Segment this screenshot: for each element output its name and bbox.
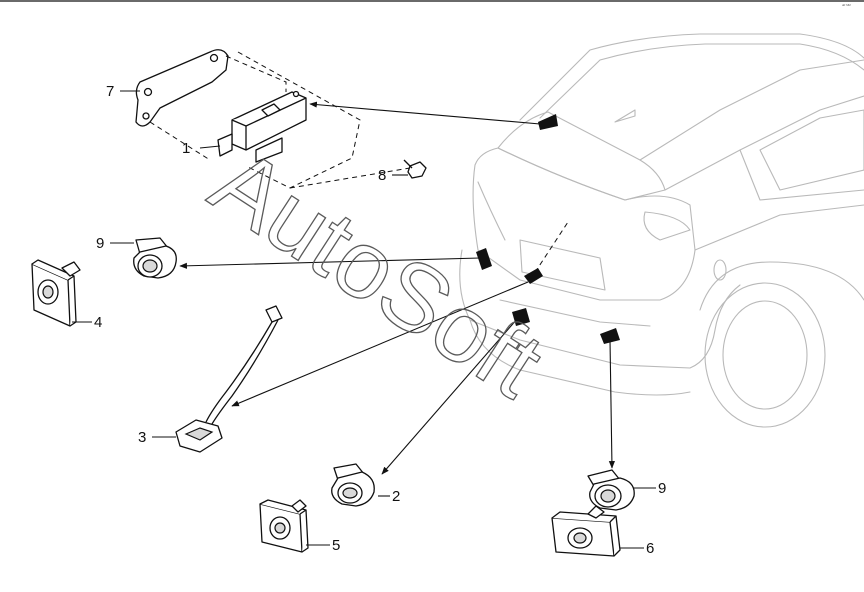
part-1-control-module <box>217 90 307 163</box>
part-2-sensor-center <box>331 463 375 507</box>
arrow-to-left-sensor <box>179 257 481 269</box>
callout-3: 3 <box>138 429 146 446</box>
callout-1: 1 <box>182 140 190 157</box>
part-3-rear-camera <box>175 305 283 453</box>
right-sensor-location-marker <box>600 328 620 344</box>
center-sensor-location-marker <box>512 308 530 326</box>
callout-9-left: 9 <box>96 235 104 252</box>
camera-location-marker <box>524 268 543 284</box>
arrow-to-module <box>309 101 541 125</box>
part-6-sensor-bracket-right <box>551 505 621 557</box>
part-9-sensor-left <box>133 237 177 279</box>
part-9-sensor-right <box>587 469 635 511</box>
arrow-to-center-sensor <box>381 317 519 475</box>
location-arrows <box>179 101 615 475</box>
vehicle-outline <box>459 33 864 428</box>
part-7-bracket <box>135 49 229 127</box>
callout-7: 7 <box>106 83 114 100</box>
part-4-sensor-bracket-left <box>31 259 81 327</box>
arrow-to-camera <box>231 281 529 407</box>
module-mounting-dashlines <box>149 51 411 189</box>
callout-labels: 1 2 3 4 5 6 7 8 9 9 <box>94 83 666 557</box>
callout-8: 8 <box>378 167 386 184</box>
callout-leaders <box>72 90 656 549</box>
module-location-marker <box>538 114 558 130</box>
corner-tag: ᵃᴿ ᴹᴹ <box>842 3 851 8</box>
callout-6: 6 <box>646 540 654 557</box>
callout-5: 5 <box>332 537 340 554</box>
left-sensor-location-marker <box>476 248 492 270</box>
part-5-sensor-bracket-center <box>259 499 309 553</box>
callout-2: 2 <box>392 488 400 505</box>
part-8-bolt <box>403 159 427 179</box>
callout-4: 4 <box>94 314 102 331</box>
arrow-to-right-sensor <box>608 339 615 469</box>
callout-9-right: 9 <box>658 480 666 497</box>
vehicle-location-markers <box>476 114 620 344</box>
